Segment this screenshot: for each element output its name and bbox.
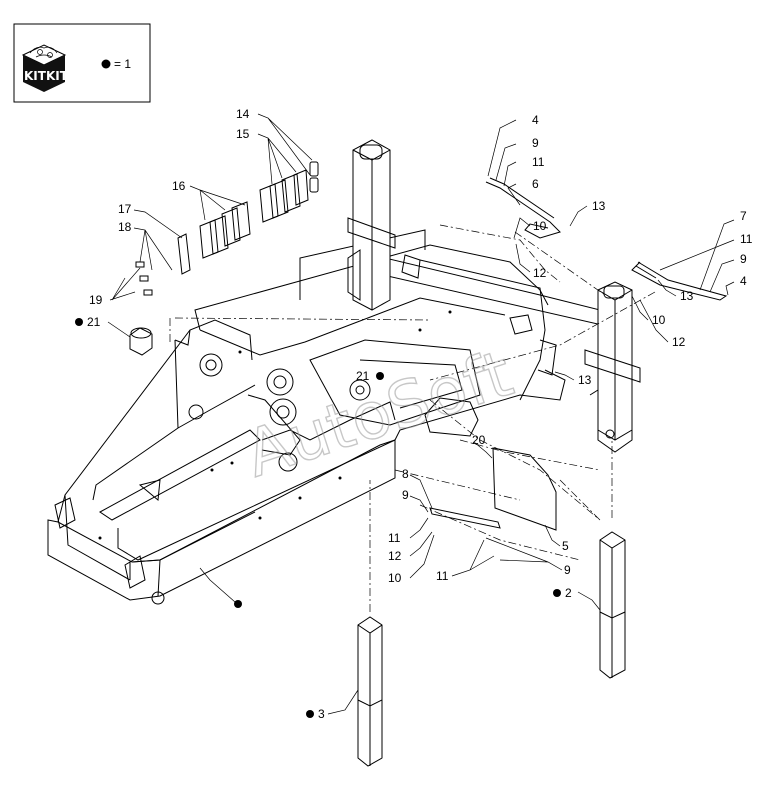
callout-9c: 9 bbox=[402, 488, 409, 502]
callout-15: 15 bbox=[236, 127, 250, 141]
callout-11b: 11 bbox=[740, 232, 753, 246]
callout-4a: 4 bbox=[532, 113, 539, 127]
callout-5: 5 bbox=[562, 539, 569, 553]
leg-extension-2 bbox=[599, 440, 626, 679]
leader-lines bbox=[107, 113, 735, 715]
leg-extension-3 bbox=[357, 480, 383, 767]
callout-9a: 9 bbox=[532, 136, 539, 150]
kit-box-icon: KIT KIT bbox=[21, 44, 69, 92]
rod-8 bbox=[429, 507, 501, 529]
kit-dot-frame bbox=[234, 600, 242, 608]
kit-dot-2 bbox=[553, 589, 561, 597]
kit-legend: KIT KIT = 1 bbox=[13, 23, 151, 103]
callout-11a: 11 bbox=[532, 155, 545, 169]
kit-dot-21a bbox=[75, 318, 83, 326]
assembly-centerlines bbox=[169, 224, 656, 561]
callout-14: 14 bbox=[236, 107, 250, 121]
callout-12c: 12 bbox=[388, 549, 402, 563]
callout-6: 6 bbox=[532, 177, 539, 191]
callout-12b: 12 bbox=[672, 335, 686, 349]
callout-4b: 4 bbox=[740, 274, 747, 288]
kit-label-left: KIT bbox=[24, 69, 47, 83]
kit-label-right: KIT bbox=[46, 69, 69, 83]
callout-8: 8 bbox=[402, 467, 409, 481]
callout-9b: 9 bbox=[740, 252, 747, 266]
kit-legend-equals: = 1 bbox=[114, 57, 131, 71]
callout-13b: 13 bbox=[680, 289, 694, 303]
callout-9d: 9 bbox=[564, 563, 571, 577]
callout-21a: 21 bbox=[87, 315, 101, 329]
callout-21b: 21 bbox=[356, 369, 370, 383]
callout-11c: 11 bbox=[388, 531, 401, 545]
callout-10b: 10 bbox=[652, 313, 666, 327]
right-upright-tube bbox=[584, 281, 641, 453]
hose-rod-7 bbox=[631, 261, 728, 301]
kit-dot-marker bbox=[101, 59, 111, 69]
callout-13c: 13 bbox=[578, 373, 592, 387]
callout-20: 20 bbox=[472, 433, 486, 447]
callout-labels: 14 15 16 17 18 19 21 21 4 9 11 6 13 10 1… bbox=[87, 107, 753, 721]
callout-18: 18 bbox=[118, 220, 132, 234]
left-upright-tube bbox=[347, 139, 396, 311]
kit-dot-21b bbox=[376, 372, 384, 380]
callout-13a: 13 bbox=[592, 199, 606, 213]
callout-7: 7 bbox=[740, 209, 747, 223]
watermark-text: AutoSoft bbox=[237, 337, 521, 492]
callout-10c: 10 bbox=[388, 571, 402, 585]
callout-12a: 12 bbox=[533, 266, 547, 280]
callout-16: 16 bbox=[172, 179, 186, 193]
shim-plate-stack bbox=[135, 161, 319, 296]
plate-20 bbox=[492, 447, 557, 531]
callout-10a: 10 bbox=[533, 219, 547, 233]
callout-19: 19 bbox=[89, 293, 103, 307]
callout-3: 3 bbox=[318, 707, 325, 721]
hose-rod-6 bbox=[485, 177, 561, 239]
legend-frame bbox=[13, 23, 151, 103]
callout-2: 2 bbox=[565, 586, 572, 600]
kit-dot-3 bbox=[306, 710, 314, 718]
callout-17: 17 bbox=[118, 202, 132, 216]
callout-11d: 11 bbox=[436, 569, 449, 583]
bushing-21 bbox=[129, 327, 153, 356]
